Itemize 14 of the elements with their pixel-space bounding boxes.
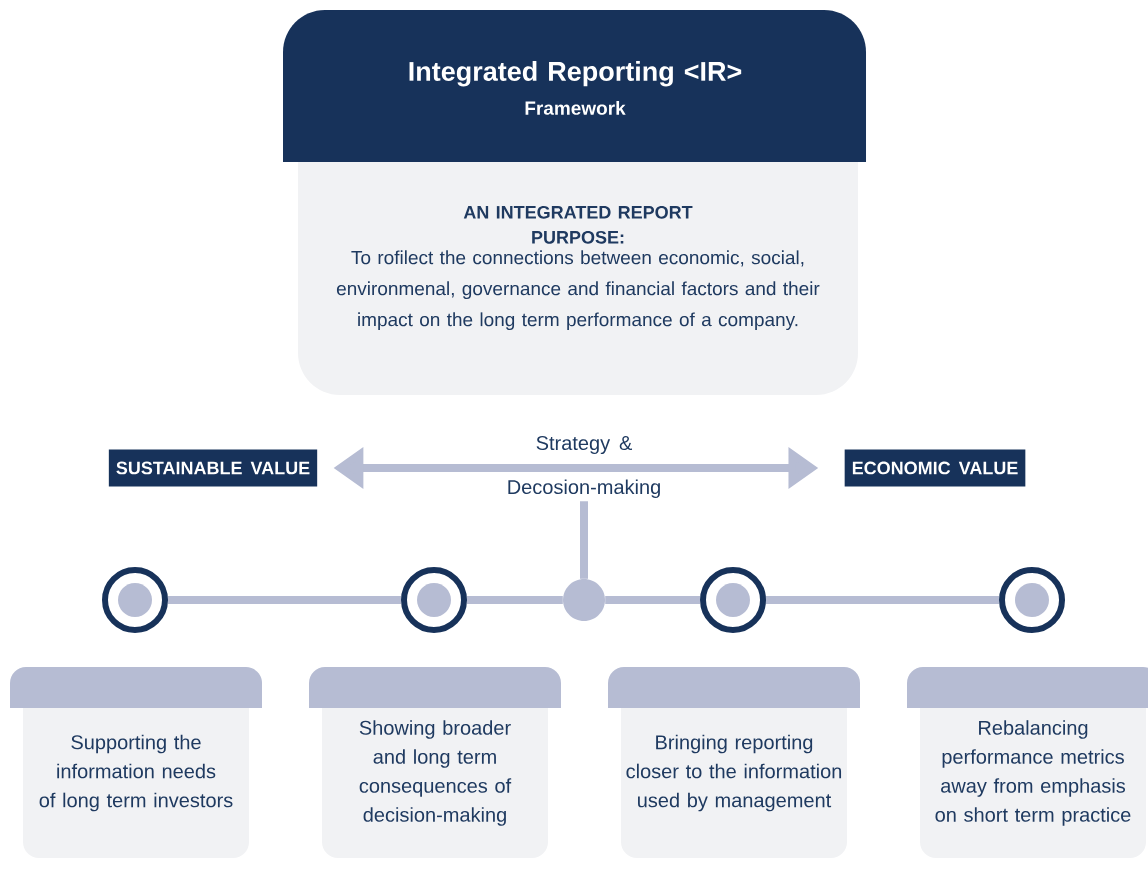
value-tag: ECONOMIC VALUE: [844, 449, 1026, 487]
ring-marker: [102, 567, 168, 633]
purpose-box: AN INTEGRATED REPORT PURPOSE: To rofilect the connections between economic, social, environmenal, governance and financial factors and their impact on the long term performance of a company.: [298, 162, 858, 395]
junction-dot: [563, 579, 605, 621]
info-card: Bringing reporting closer to the information used by management: [608, 667, 860, 858]
arrow-caption: Strategy & Decosion-making: [508, 435, 660, 499]
ring-marker: [999, 567, 1065, 633]
value-tag: SUSTAINABLE VALUE: [108, 449, 318, 487]
ring-marker: [700, 567, 766, 633]
info-card: Supporting the information needs of long term investors: [10, 667, 262, 858]
ring-marker: [401, 567, 467, 633]
info-card: Rebalancing performance metrics away from emphasis on short term practice: [907, 667, 1148, 858]
header-box: Integrated Reporting <IR> Framework: [283, 10, 866, 162]
info-card: Showing broader and long term consequences of decision-making: [309, 667, 561, 858]
